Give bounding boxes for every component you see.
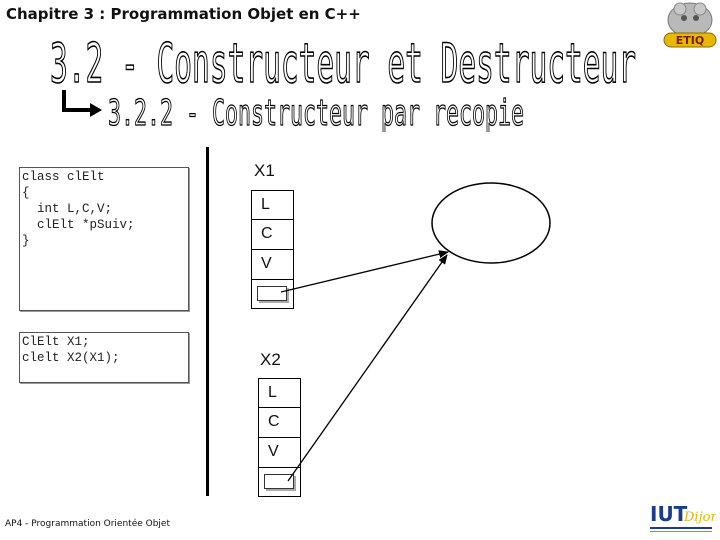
- object-x2-field-c: C: [258, 407, 301, 438]
- object-x2-field-v: V: [258, 437, 301, 468]
- slide-title: 3.2 - Constructeur et Destructeur: [50, 31, 637, 92]
- etiq-logo-text: ETIQ: [676, 34, 704, 47]
- subsection-arrow-icon: [62, 90, 102, 117]
- class-definition-code: class clElt { int L,C,V; clElt *pSuiv; }: [19, 167, 189, 311]
- object-x1-field-v: V: [251, 249, 294, 280]
- object-x1-field-c: C: [251, 219, 294, 250]
- footer-course-name: AP4 - Programmation Orientée Objet: [5, 519, 170, 529]
- x1-pointer-arrow: [280, 250, 449, 293]
- object-x2-label: X2: [260, 350, 281, 369]
- pointer-cell: [257, 286, 287, 301]
- object-declaration-code: ClElt X1; clelt X2(X1);: [19, 332, 189, 383]
- iut-logo-city: Dijon: [683, 510, 716, 525]
- x2-pointer-arrow: [287, 254, 448, 482]
- slide-subtitle-text: 3.2.2 - Constructeur par recopie: [108, 93, 524, 132]
- pointed-object-ellipse: [431, 182, 551, 264]
- iut-dijon-logo: IUT Dijon: [650, 502, 716, 532]
- slide-subtitle: 3.2.2 - Constructeur par recopie: [108, 92, 525, 132]
- slide-title-text: 3.2 - Constructeur et Destructeur: [50, 32, 636, 92]
- object-x1-label: X1: [254, 161, 275, 180]
- chapter-title: Chapitre 3 : Programmation Objet en C++: [6, 5, 361, 23]
- pointer-cell: [264, 474, 294, 489]
- object-x2-pointer-field: [258, 467, 301, 497]
- object-x1-field-l: L: [251, 190, 294, 220]
- object-x1-pointer-field: [251, 279, 294, 309]
- vertical-divider: [206, 147, 209, 496]
- object-x2-field-l: L: [258, 378, 301, 408]
- iut-logo-text: IUT: [650, 502, 688, 526]
- etiq-logo: ETIQ: [663, 2, 717, 48]
